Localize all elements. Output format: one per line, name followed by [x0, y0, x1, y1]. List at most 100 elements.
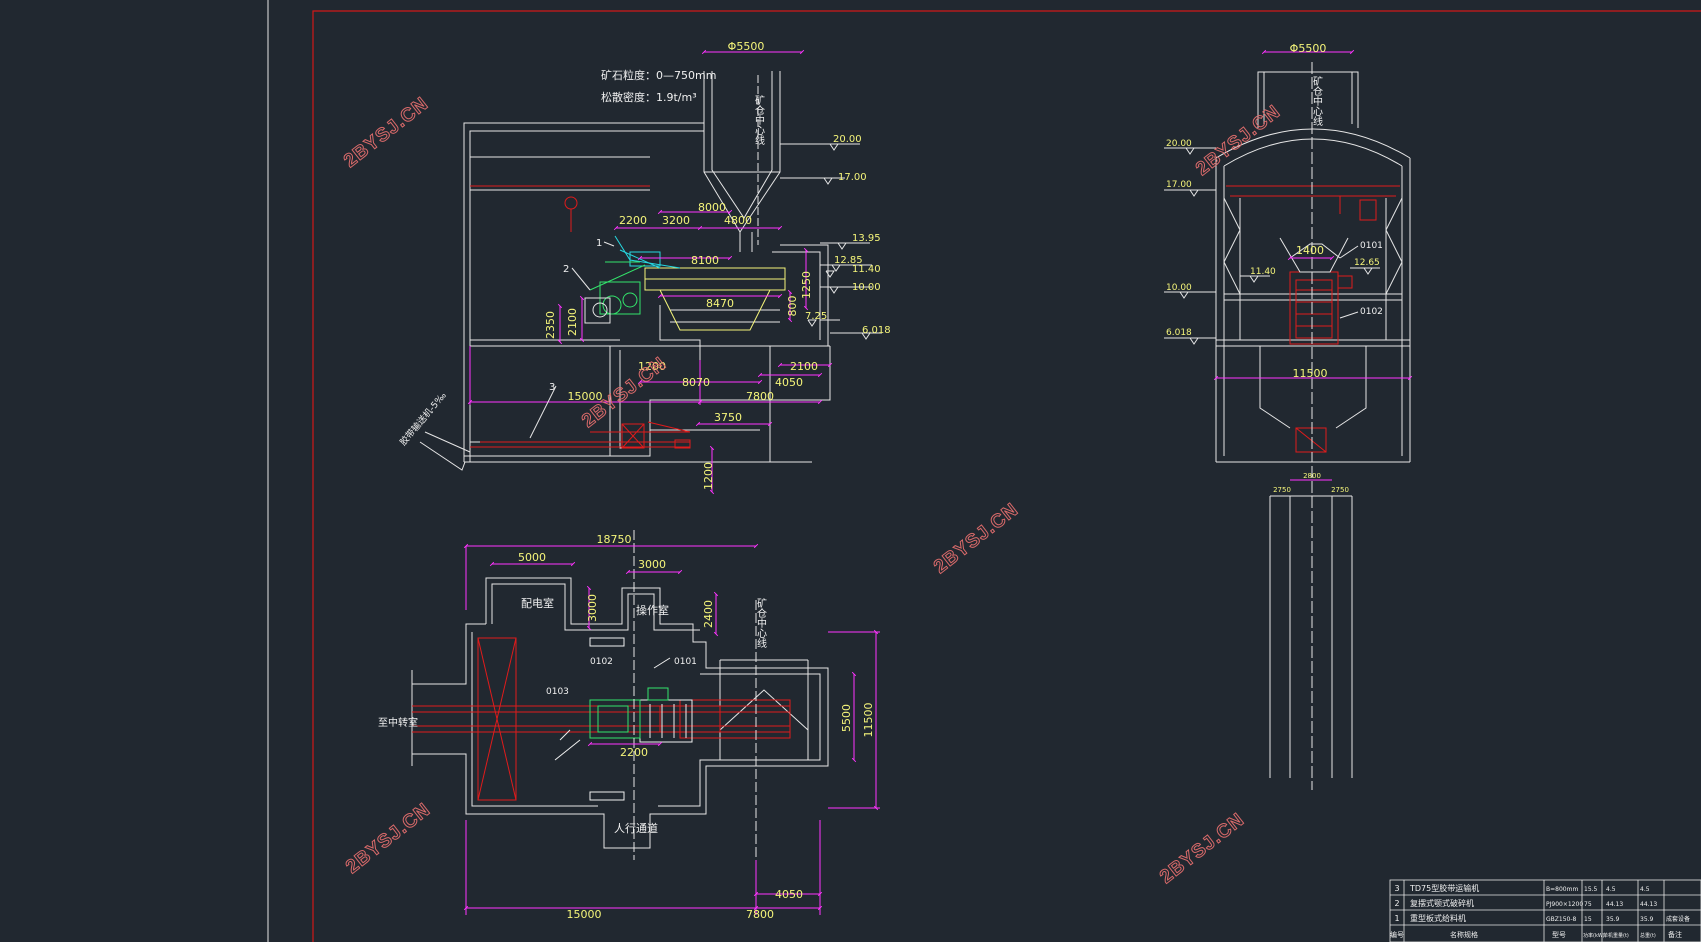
bom-h-no: 编号	[1390, 930, 1404, 939]
sec-silo-center: 矿仓中心线	[1311, 75, 1323, 126]
walkway: 人行通道	[614, 821, 658, 835]
watermarks: 2BYSJ.CN 2BYSJ.CN 2BYSJ.CN 2BYSJ.CN 2BYS…	[340, 93, 1285, 889]
watermark-5: 2BYSJ.CN	[342, 799, 434, 878]
sec-level-17: 17.00	[1166, 180, 1192, 190]
sec-tag-0102: 0102	[1360, 307, 1383, 317]
callout-3: 3	[549, 382, 555, 393]
level-13-95: 13.95	[852, 233, 881, 244]
plan-outline	[485, 577, 700, 643]
dim-8470: 8470	[706, 297, 734, 310]
dim-5000: 5000	[518, 551, 546, 564]
dim-4800: 4800	[724, 214, 752, 227]
dim-800: 800	[786, 296, 799, 317]
ore-size-note: 矿石粒度：0—750mm	[601, 68, 716, 82]
bom-r1-unit: 4.5	[1606, 886, 1616, 893]
sec-tag-0101: 0101	[1360, 241, 1383, 251]
dim-15000: 15000	[568, 390, 603, 403]
sec-dim-2800: 2800	[1303, 472, 1321, 480]
ore-notes: 矿石粒度：0—750mm 松散密度：1.9t/m³	[601, 68, 716, 104]
elevation-level-text: 20.00 17.00 13.95 12.85 11.40 10.00 7.25…	[805, 134, 891, 336]
bom-r1-qty: 15.5	[1584, 886, 1598, 893]
dim-5500: 5500	[840, 704, 853, 732]
bom-h-note: 备注	[1668, 930, 1682, 939]
dim-2200: 2200	[620, 746, 648, 759]
level-17: 17.00	[838, 172, 867, 183]
level-20: 20.00	[833, 134, 862, 145]
bom-r3-qty: 15	[1584, 916, 1592, 923]
crusher-plan	[589, 687, 669, 739]
bom-r2-qty: 75	[1584, 901, 1592, 908]
tag-0101: 0101	[674, 657, 697, 667]
silo-center-label: 矿仓中心线	[753, 94, 765, 145]
dim-8100: 8100	[691, 254, 719, 267]
sec-dim-5500: Φ5500	[1290, 42, 1327, 55]
bom-r2-unit: 44.13	[1606, 901, 1623, 908]
dim-7800: 7800	[746, 390, 774, 403]
bom-r3-name: 重型板式给料机	[1410, 913, 1466, 923]
section-view	[1215, 62, 1411, 790]
bom-r1-model: B=800mm	[1546, 886, 1578, 893]
operation-room: 操作室	[636, 603, 669, 617]
sec-dim-2750a: 2750	[1273, 486, 1291, 494]
plan-dim-text: 18750 5000 3000 3000 2400 5500 11500 220…	[518, 533, 875, 921]
section-labels: 0101 0102 矿仓中心线	[1311, 75, 1383, 317]
section-levels	[1164, 147, 1380, 345]
dim-15000: 15000	[567, 908, 602, 921]
dim-2100: 2100	[566, 308, 579, 336]
bom-r3-total: 35.9	[1640, 916, 1654, 923]
dim-2100b: 2100	[790, 360, 818, 373]
dim-3000v: 3000	[586, 594, 599, 622]
sec-dim-11500: 11500	[1293, 367, 1328, 380]
sec-level-6-018: 6.018	[1166, 328, 1192, 338]
dim-4050: 4050	[775, 376, 803, 389]
bulk-density-note: 松散密度：1.9t/m³	[601, 90, 697, 104]
bom-table: 3 TD75型胶带运输机 B=800mm 15.5 4.5 4.5 2 复摆式颚…	[1389, 879, 1701, 942]
bom-h-name: 名称规格	[1450, 930, 1478, 939]
dim-8070: 8070	[682, 376, 710, 389]
callout-1: 1	[596, 238, 602, 249]
plan-labels: 配电室 操作室 人行通道 至中转室 矿仓中心线 0102 0101 0103	[378, 596, 767, 835]
bom-h-total: 总重(t)	[1640, 932, 1656, 939]
sec-level-10: 10.00	[1166, 283, 1192, 293]
bom-r2-name: 复摆式颚式破碎机	[1410, 898, 1474, 908]
callout-2: 2	[563, 264, 569, 275]
bom-r2-model: PJ900×1200	[1546, 901, 1583, 908]
dim-1200: 1200	[702, 462, 715, 490]
plan-view	[411, 530, 829, 860]
electric-room: 配电室	[521, 596, 554, 610]
level-12-85: 12.85	[834, 255, 863, 266]
elevation-view	[419, 71, 831, 471]
elevation-dimensions	[467, 49, 833, 495]
watermark-6: 2BYSJ.CN	[1156, 809, 1248, 888]
jaw-crusher-body	[584, 297, 611, 324]
section-dim-text: Φ5500 1400 11500 2800 2750 2750	[1273, 42, 1349, 494]
bom-r3-model: GBZ150-8	[1546, 916, 1576, 923]
bom-r2-total: 44.13	[1640, 901, 1657, 908]
elevation-dim-text: Φ5500 2200 3200 8000 4800 8100 8470 2350…	[544, 40, 818, 490]
dim-3750: 3750	[714, 411, 742, 424]
sec-level-12-65: 12.65	[1354, 258, 1380, 268]
feeder-frame	[614, 235, 681, 269]
shaft-label: 至中转室	[378, 716, 418, 729]
plan-dimensions	[463, 543, 880, 915]
watermark-4: 2BYSJ.CN	[930, 499, 1022, 578]
tag-0102: 0102	[590, 657, 613, 667]
dim-2350: 2350	[544, 311, 557, 339]
apron-feeder	[644, 267, 786, 331]
drawing-frame	[267, 0, 1701, 942]
dim-4050: 4050	[775, 888, 803, 901]
dim-2200: 2200	[619, 214, 647, 227]
dim-1200a: 1200	[638, 360, 666, 373]
sec-dim-1400: 1400	[1296, 244, 1324, 257]
level-6-018: 6.018	[862, 325, 891, 336]
dim-11500: 11500	[862, 703, 875, 738]
dim-7800: 7800	[746, 908, 774, 921]
tag-0103: 0103	[546, 687, 569, 697]
dim-2400: 2400	[702, 600, 715, 628]
building-outline	[463, 122, 704, 462]
sec-level-20: 20.00	[1166, 139, 1192, 149]
crusher	[589, 261, 646, 315]
sec-dim-2750b: 2750	[1331, 486, 1349, 494]
belt-conveyor	[470, 421, 691, 449]
